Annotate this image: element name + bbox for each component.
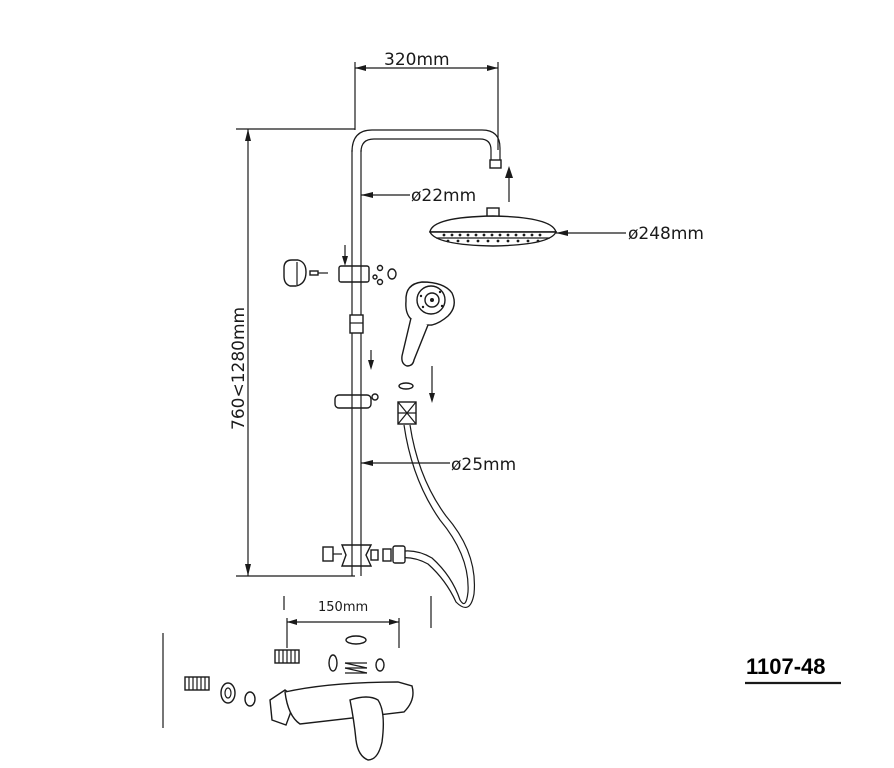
hose-connector (382, 545, 406, 564)
sliding-holder (334, 393, 379, 409)
rain-shower-head (428, 207, 558, 247)
bracket-arrow (342, 245, 348, 266)
hose-nut (397, 401, 417, 425)
height-dimension: 760<1280mm (229, 128, 355, 577)
lower-diameter-callout: ø25mm (361, 455, 516, 475)
bath-mixer-tap (162, 633, 414, 761)
diverter-valve (322, 544, 379, 576)
wall-bracket (283, 259, 328, 287)
spring (344, 662, 368, 674)
riser-pipe (351, 129, 502, 545)
height-range-label: 760<1280mm (229, 307, 249, 430)
spout-spacing-label: 150mm (318, 600, 368, 615)
top-width-label: 320mm (384, 50, 450, 70)
hose-washer (398, 382, 414, 390)
model-number-label: 1107-48 (746, 654, 826, 679)
nozzle-dots (442, 233, 542, 243)
hand-shower (401, 281, 455, 367)
upper-pipe-holder (338, 264, 397, 286)
eccentric-connector-far-left (184, 676, 210, 691)
lower-diameter-label: ø25mm (451, 455, 516, 475)
head-diameter-callout: ø248mm (556, 224, 704, 244)
top-width-dimension: 320mm (354, 50, 499, 150)
spout-spacing-dimension: 150mm (283, 596, 432, 648)
eccentric-connector-left (274, 649, 300, 664)
upper-diameter-callout: ø22mm (361, 186, 476, 206)
model-number: 1107-48 (745, 654, 841, 685)
slider-arrow (368, 350, 374, 370)
head-connect-arrow (505, 166, 513, 202)
pipe-sleeve (349, 314, 364, 334)
upper-diameter-label: ø22mm (411, 186, 476, 206)
head-diameter-label: ø248mm (628, 224, 704, 244)
shower-hose (397, 424, 476, 609)
hose-arrow (429, 366, 435, 403)
